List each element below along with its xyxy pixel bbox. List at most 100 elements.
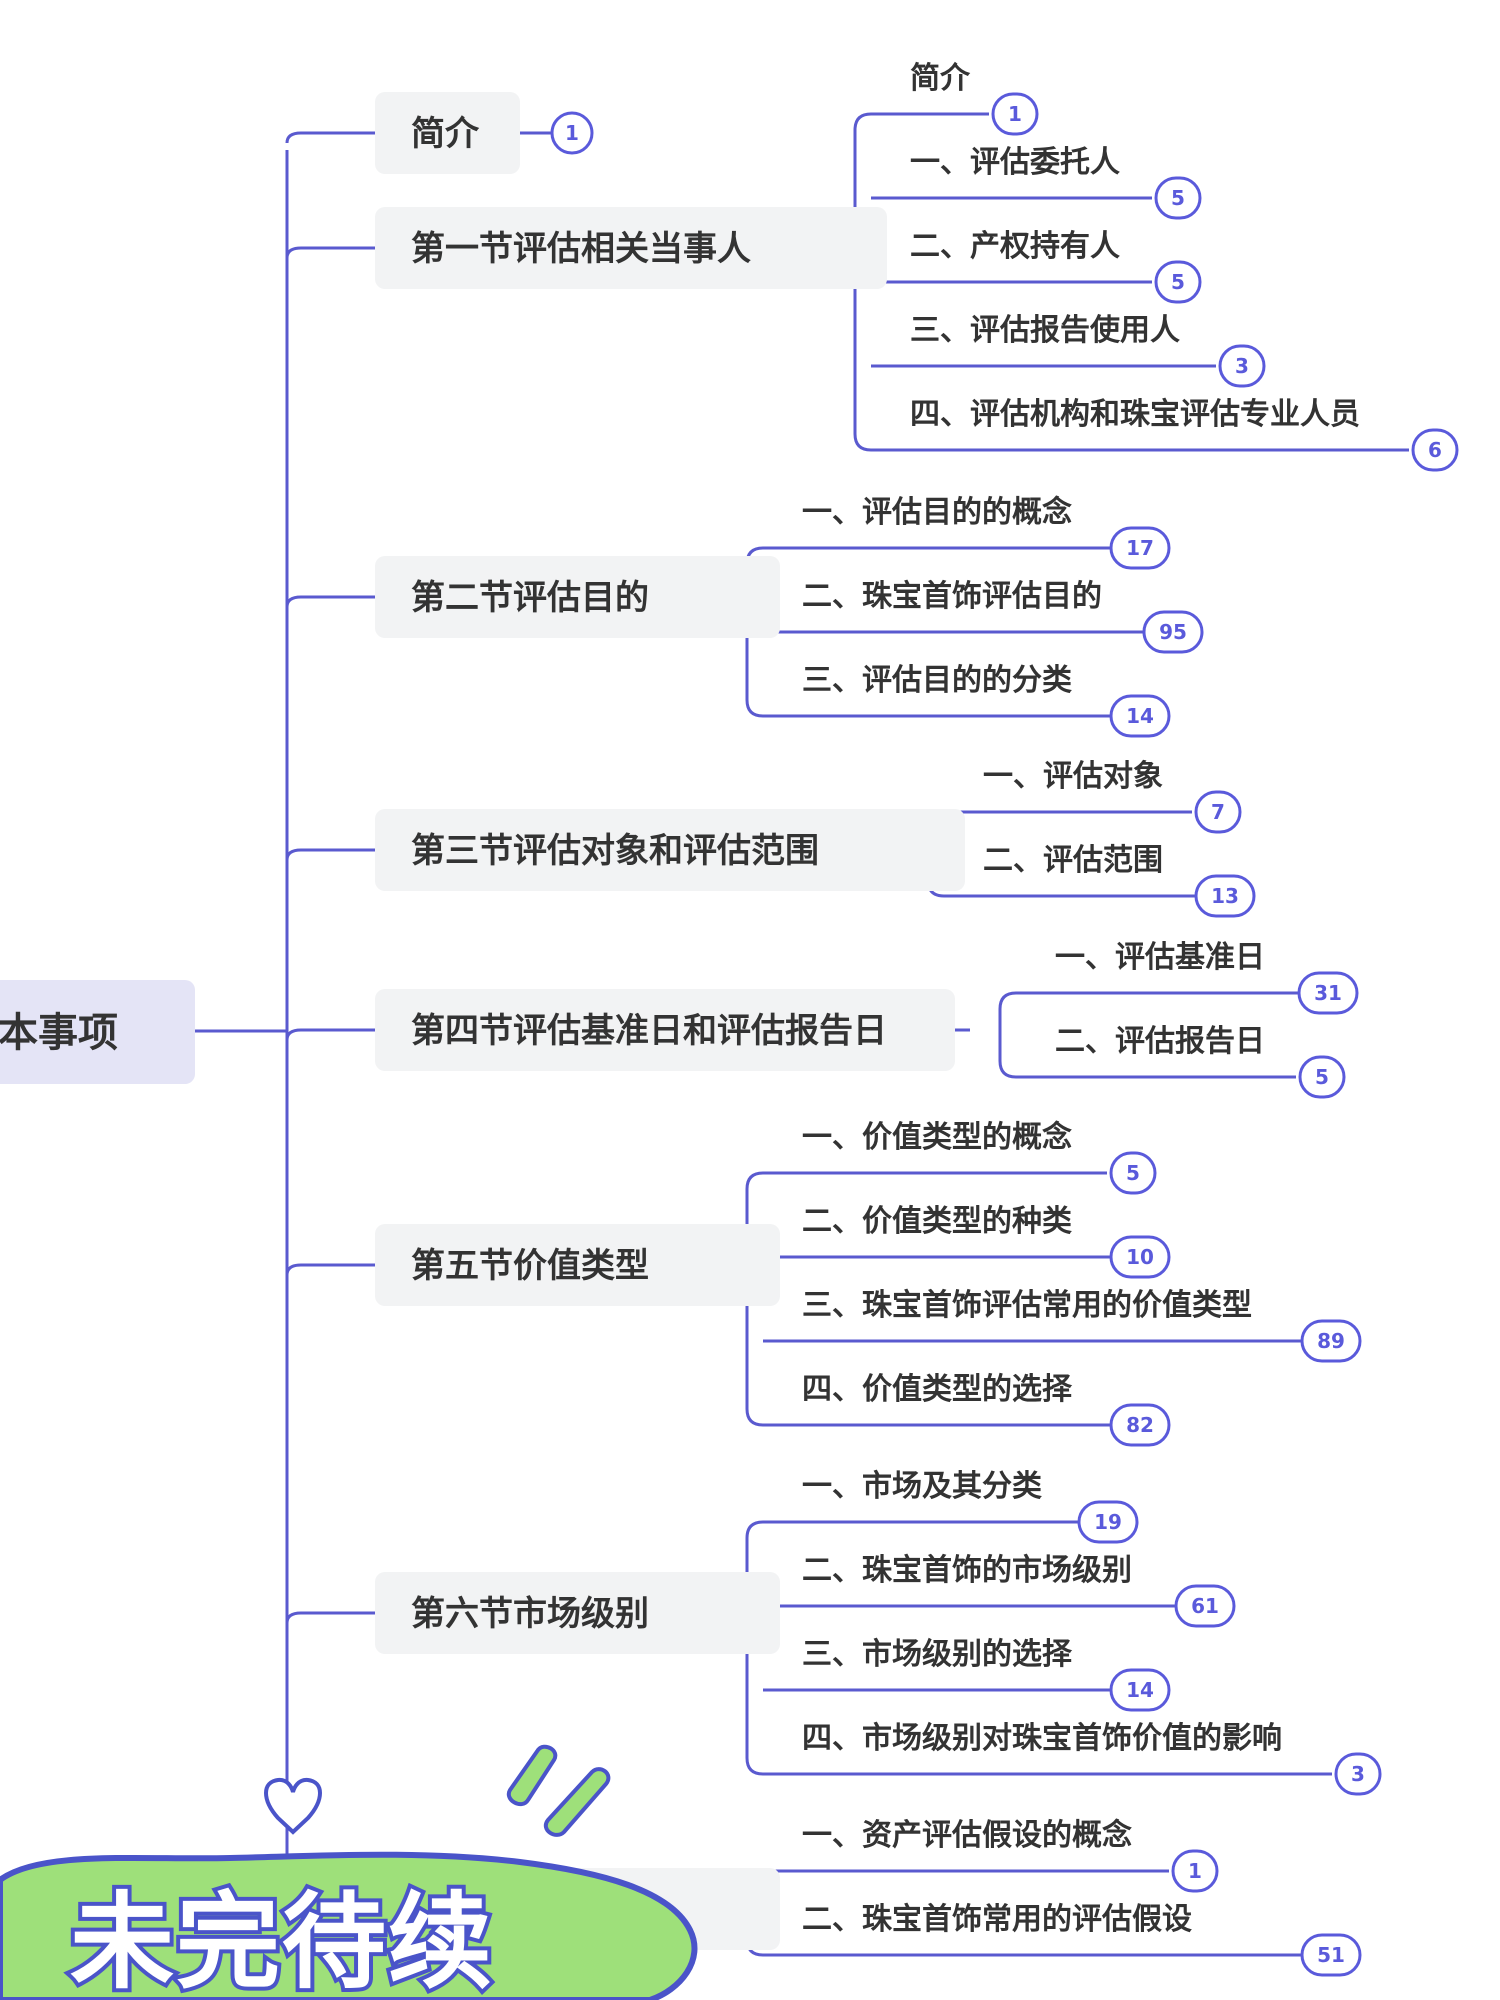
section-node-label: 第二节评估目的 [411, 578, 649, 618]
section-node-box [375, 92, 520, 174]
count-badge: 1 [991, 92, 1039, 136]
leaf-node[interactable]: 一、评估目的的概念 17 [802, 495, 1171, 570]
count-badge-label: 13 [1211, 884, 1239, 908]
section-node-box [375, 989, 955, 1071]
count-badge: 5 [1109, 1151, 1157, 1195]
count-badge-circle [1077, 1500, 1139, 1544]
count-badge-circle [1194, 874, 1256, 918]
count-badge: 1 [550, 111, 594, 155]
banner-green-blob [0, 1851, 698, 2000]
count-badge-label: 3 [1351, 1762, 1365, 1786]
count-badge: 6 [1411, 428, 1459, 472]
leaf-node-label: 三、市场级别的选择 [802, 1637, 1073, 1672]
count-badge-circle [1109, 1668, 1171, 1712]
section-connector [285, 1028, 375, 1041]
count-badge: 5 [1154, 260, 1202, 304]
section-node-6[interactable]: 第六节市场级别 [375, 1572, 780, 1654]
section-node-2[interactable]: 第二节评估目的 [375, 556, 780, 638]
leaf-node-label: 一、价值类型的概念 [802, 1120, 1072, 1155]
count-badge: 89 [1300, 1319, 1362, 1363]
count-badge: 14 [1109, 1668, 1171, 1712]
leaf-node[interactable]: 一、评估委托人 5 [910, 145, 1202, 220]
leaf-node[interactable]: 一、价值类型的概念 5 [802, 1120, 1157, 1195]
leaf-node-label: 三、珠宝首饰评估常用的价值类型 [802, 1288, 1252, 1323]
leaf-node[interactable]: 四、价值类型的选择 82 [802, 1372, 1171, 1447]
count-badge-label: 3 [1235, 354, 1249, 378]
section-node-5[interactable]: 第五节价值类型 [375, 1224, 780, 1306]
count-badge-label: 82 [1126, 1413, 1154, 1437]
leaf-node-label: 一、评估目的的概念 [802, 495, 1072, 530]
leaf-node[interactable]: 三、评估目的的分类 14 [802, 663, 1171, 738]
leaf-node[interactable]: 三、珠宝首饰评估常用的价值类型 89 [802, 1288, 1362, 1363]
leaf-node-label: 一、评估委托人 [910, 145, 1120, 180]
count-badge-circle [1300, 1319, 1362, 1363]
section-node-label: 第一节评估相关当事人 [411, 229, 751, 269]
leaf-node[interactable]: 一、资产评估假设的概念 1 [802, 1818, 1219, 1893]
leaf-node-label: 二、评估报告日 [1055, 1024, 1265, 1059]
count-badge-circle [1297, 971, 1359, 1015]
count-badge: 3 [1334, 1752, 1382, 1796]
count-badge-label: 61 [1191, 1594, 1219, 1618]
root-node-label: 本事项 [0, 1010, 118, 1056]
section-node-4[interactable]: 第四节评估基准日和评估报告日 [375, 989, 955, 1071]
leaf-node[interactable]: 四、市场级别对珠宝首饰价值的影响 3 [802, 1721, 1382, 1796]
count-badge-circle [1171, 1849, 1219, 1893]
count-badge-circle [1109, 694, 1171, 738]
count-badge-circle [1411, 428, 1459, 472]
count-badge-circle [1109, 1151, 1157, 1195]
count-badge-label: 31 [1314, 981, 1342, 1005]
count-badge-label: 7 [1211, 800, 1225, 824]
leaf-node[interactable]: 三、市场级别的选择 14 [802, 1637, 1171, 1712]
count-badge: 1 [1171, 1849, 1219, 1893]
banner: 未完待续 [0, 1744, 698, 2000]
leaf-node[interactable]: 二、产权持有人 5 [910, 229, 1202, 304]
count-badge-label: 14 [1126, 704, 1154, 728]
leaf-node-label: 三、评估目的的分类 [802, 663, 1072, 698]
leaf-node[interactable]: 二、评估范围 13 [983, 843, 1256, 918]
section-node-3[interactable]: 第三节评估对象和评估范围 [375, 809, 965, 891]
section-connector [285, 246, 375, 259]
count-badge-label: 5 [1171, 186, 1185, 210]
count-badge-label: 5 [1315, 1065, 1329, 1089]
count-badge-circle [1154, 260, 1202, 304]
leaf-node-label: 二、评估范围 [983, 843, 1163, 878]
count-badge: 7 [1194, 790, 1242, 834]
section-node-box [375, 207, 887, 289]
section-connector [285, 1263, 375, 1276]
leaf-node-label: 一、资产评估假设的概念 [802, 1818, 1132, 1853]
leaf-node[interactable]: 二、珠宝首饰的市场级别 61 [802, 1553, 1236, 1628]
count-badge-label: 1 [565, 121, 579, 145]
leaf-node[interactable]: 简介1 [910, 61, 1039, 136]
count-badge-label: 19 [1094, 1510, 1122, 1534]
root-node[interactable]: 本事项 [0, 980, 195, 1084]
section-connector [285, 131, 375, 144]
count-badge: 5 [1298, 1055, 1346, 1099]
count-badge-label: 17 [1126, 536, 1154, 560]
section-connector [285, 595, 375, 608]
count-badge-circle [1109, 1403, 1171, 1447]
leaf-node-label: 四、价值类型的选择 [802, 1372, 1073, 1407]
section-node-box [375, 556, 780, 638]
count-badge: 10 [1109, 1235, 1171, 1279]
leaf-node[interactable]: 二、评估报告日 5 [1055, 1024, 1346, 1099]
leaf-node-label: 二、珠宝首饰的市场级别 [802, 1553, 1132, 1588]
count-badge: 95 [1142, 610, 1204, 654]
count-badge-label: 5 [1126, 1161, 1140, 1185]
count-badge-circle [1194, 790, 1242, 834]
leaf-node-label: 二、产权持有人 [910, 229, 1120, 264]
section-node-1[interactable]: 第一节评估相关当事人 [375, 207, 887, 289]
count-badge-label: 5 [1171, 270, 1185, 294]
leaf-node-label: 四、市场级别对珠宝首饰价值的影响 [802, 1721, 1282, 1756]
count-badge-circle [1300, 1933, 1362, 1977]
